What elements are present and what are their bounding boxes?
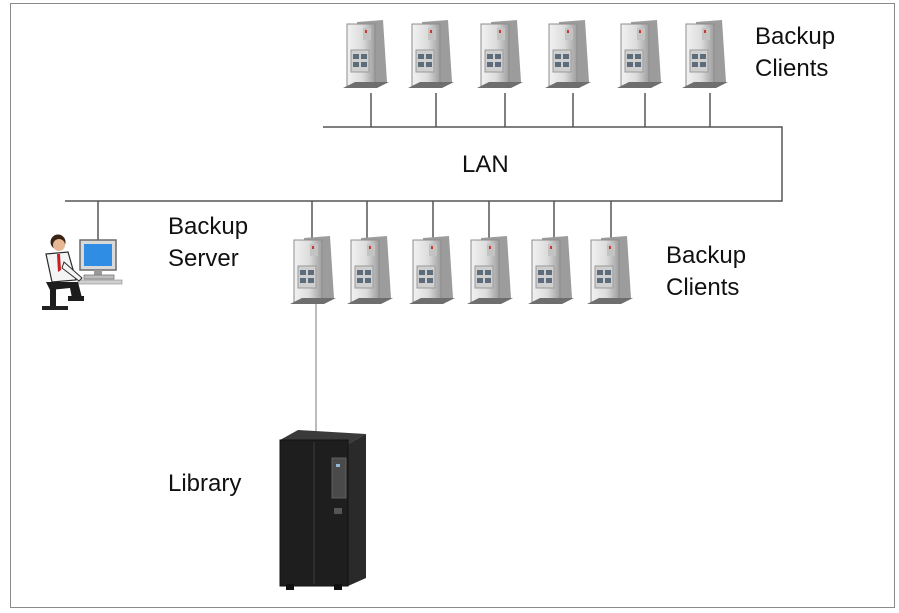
server-tower-icon: [528, 236, 574, 304]
server-tower-icon: [467, 236, 513, 304]
server-tower-icon: [408, 20, 454, 88]
lan-label: LAN: [462, 151, 509, 178]
backup-server-tower-icon: [290, 236, 336, 304]
top-backup-clients-label: Backup Clients: [755, 23, 836, 82]
server-tower-icon: [545, 20, 591, 88]
administrator-workstation-icon: [42, 234, 123, 310]
server-tower-icon: [617, 20, 663, 88]
server-tower-icon: [409, 236, 455, 304]
server-tower-icon: [477, 20, 523, 88]
backup-server-label: Backup Server: [168, 213, 249, 272]
library-label: Library: [168, 470, 242, 497]
server-tower-icon: [343, 20, 389, 88]
lan-box-outline: [65, 126, 783, 202]
tape-library-icon: [279, 430, 366, 590]
server-tower-icon: [682, 20, 728, 88]
diagram-frame: [10, 3, 895, 608]
server-tower-icon: [347, 236, 393, 304]
server-tower-icon: [587, 236, 633, 304]
bottom-backup-clients-label: Backup Clients: [666, 242, 747, 301]
